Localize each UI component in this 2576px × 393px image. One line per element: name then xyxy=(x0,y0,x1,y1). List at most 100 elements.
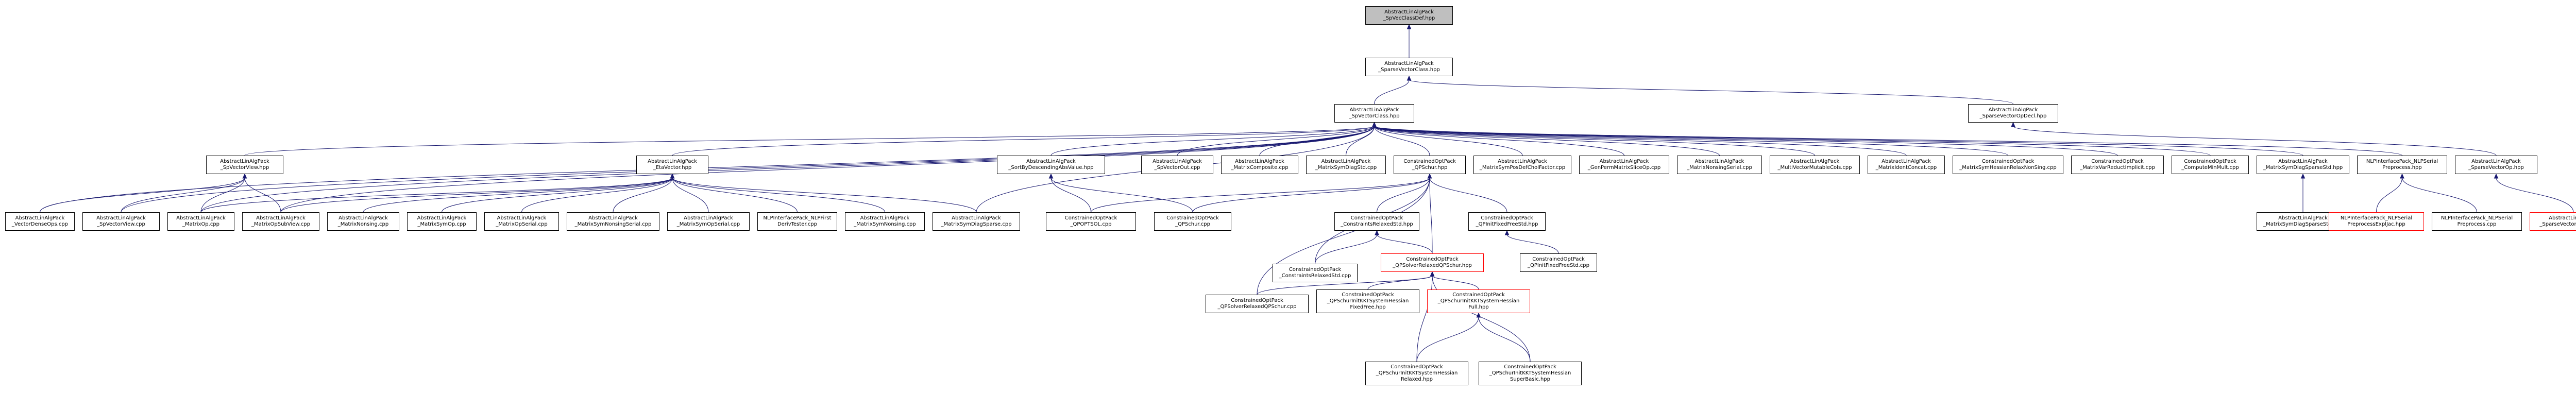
node-matrix-composite[interactable]: AbstractLinAlgPack_MatrixComposite.cpp xyxy=(1221,156,1298,174)
node-label-line: AbstractLinAlgPack xyxy=(860,215,910,221)
node-label-line: AbstractLinAlgPack xyxy=(1321,159,1371,164)
node-spvector-view-cpp[interactable]: AbstractLinAlgPack_SpVectorView.cpp xyxy=(82,212,160,231)
node-label-line: _SpVectorClass.hpp xyxy=(1349,113,1400,119)
edge-arrowhead xyxy=(1375,230,1379,235)
edge-arrowhead xyxy=(1476,312,1481,318)
edge-n_matrixopserial-to-n_eta xyxy=(521,177,673,213)
node-sort-by-descending[interactable]: AbstractLinAlgPack_SortByDescendingAbsVa… xyxy=(997,156,1105,174)
edge-n_msdsparse_cpp-to-n_eta xyxy=(672,177,977,213)
node-constraints-relaxed-cpp[interactable]: ConstrainedOptPack_ConstraintsRelaxedStd… xyxy=(1273,264,1358,282)
node-label-line: _ConstraintsRelaxedStd.hpp xyxy=(1341,221,1413,227)
node-label-line: _ConstraintsRelaxedStd.cpp xyxy=(1279,273,1351,279)
node-label-line: _MatrixSymDiagStd.cpp xyxy=(1315,165,1377,170)
node-label-line: _MatrixSymDiagSparseStd.hpp xyxy=(2263,165,2343,170)
edge-n_msopserial-to-n_eta xyxy=(672,177,709,213)
node-label-line: _MatrixOp.cpp xyxy=(182,221,220,227)
node-qpschur-cpp[interactable]: ConstrainedOptPack_QPSchur.cpp xyxy=(1154,212,1231,231)
node-matrix-sym-op[interactable]: AbstractLinAlgPack_MatrixSymOp.cpp xyxy=(407,212,477,231)
edge-arrowhead xyxy=(1430,271,1435,277)
node-qpoptsol[interactable]: ConstrainedOptPack_QPOPTSOL.cpp xyxy=(1046,212,1136,231)
node-sparse-vector-op-hpp[interactable]: AbstractLinAlgPack_SparseVectorOp.hpp xyxy=(2455,156,2537,174)
node-sparse-vector-slice-op[interactable]: AbstractLinAlgPack_SparseVectorSliceOp.h… xyxy=(2530,212,2576,231)
node-label-line: _SpVectorView.hpp xyxy=(220,165,269,170)
node-qpschur-hpp[interactable]: ConstrainedOptPack_QPSchur.hpp xyxy=(1394,156,1466,174)
node-eta-vector[interactable]: AbstractLinAlgPack_EtaVector.hpp xyxy=(636,156,708,174)
node-matrix-sym-diag-std-cpp[interactable]: AbstractLinAlgPack_MatrixSymDiagStd.cpp xyxy=(1306,156,1386,174)
edge-n_kktfull-to-n_qpsolverrelaxed_hpp xyxy=(1432,275,1479,290)
node-sparse-vector-class[interactable]: AbstractLinAlgPack_SparseVectorClass.hpp xyxy=(1365,58,1453,76)
node-label-line: AbstractLinAlgPack xyxy=(1153,159,1202,164)
node-qp-init-fixed-free-hpp[interactable]: ConstrainedOptPack_QPInitFixedFreeStd.hp… xyxy=(1468,212,1546,231)
edge-arrowhead xyxy=(2400,173,2404,179)
node-label-line: _MatrixSymDiagSparse.cpp xyxy=(941,221,1012,227)
node-var-reduct-implicit[interactable]: ConstrainedOptPack_MatrixVarReductImplic… xyxy=(2071,156,2164,174)
node-matrix-nonsing[interactable]: AbstractLinAlgPack_MatrixNonsing.cpp xyxy=(327,212,399,231)
node-qp-solver-relaxed-qpschur-hpp[interactable]: ConstrainedOptPack_QPSolverRelaxedQPSchu… xyxy=(1381,253,1484,272)
edge-n_spvecslice-to-n_spvecop_hpp xyxy=(2496,177,2574,213)
node-sparse-vector-op-decl[interactable]: AbstractLinAlgPack_SparseVectorOpDecl.hp… xyxy=(1968,104,2058,123)
node-label-line: _MatrixOpSerial.cpp xyxy=(496,221,548,227)
node-label-line: _MatrixComposite.cpp xyxy=(1231,165,1289,170)
node-kkt-hessian-full[interactable]: ConstrainedOptPack_QPSchurInitKKTSystemH… xyxy=(1427,289,1530,313)
edge-n_multivecmutable-to-n_spvectorclass xyxy=(1374,126,1815,156)
node-matrix-sym-nonsing-serial[interactable]: AbstractLinAlgPack_MatrixSymNonsingSeria… xyxy=(567,212,659,231)
node-sym-hessian-relax[interactable]: ConstrainedOptPack_MatrixSymHessianRelax… xyxy=(1953,156,2063,174)
node-label-line: ConstrainedOptPack xyxy=(1350,215,1403,221)
node-label-line: AbstractLinAlgPack xyxy=(1694,159,1744,164)
edge-n_opsubview-to-n_spvectorview xyxy=(244,177,281,213)
node-matrix-ident-concat[interactable]: AbstractLinAlgPack_MatrixIdentConcat.cpp xyxy=(1868,156,1945,174)
edge-arrowhead xyxy=(1504,230,1510,235)
node-matrix-op[interactable]: AbstractLinAlgPack_MatrixOp.cpp xyxy=(167,212,234,231)
edge-n_msnonsing-to-n_eta xyxy=(672,177,885,213)
node-label-line: AbstractLinAlgPack xyxy=(497,215,547,221)
node-pos-def-chol-factor[interactable]: AbstractLinAlgPack_MatrixSymPosDefCholFa… xyxy=(1473,156,1571,174)
node-qp-init-fixed-free-cpp[interactable]: ConstrainedOptPack_QPInitFixedFreeStd.cp… xyxy=(1520,253,1597,272)
node-label-line: ConstrainedOptPack xyxy=(1981,159,2035,164)
edge-n_genpermslice-to-n_spvectorclass xyxy=(1374,126,1624,156)
node-matrix-sym-diag-sparse-std-hpp[interactable]: AbstractLinAlgPack_MatrixSymDiagSparseSt… xyxy=(2257,156,2349,174)
edge-n_identconcat-to-n_spvectorclass xyxy=(1374,126,1907,156)
edge-arrowhead xyxy=(1406,75,1412,81)
edge-n_nlpfirstderiv-to-n_eta xyxy=(672,177,798,213)
node-multi-vector-mutable-cols[interactable]: AbstractLinAlgPack_MultiVectorMutableCol… xyxy=(1770,156,1860,174)
node-matrix-sym-op-serial[interactable]: AbstractLinAlgPack_MatrixSymOpSerial.cpp xyxy=(667,212,750,231)
node-label-line: _QPSchurInitKKTSystemHessian xyxy=(1376,370,1458,376)
node-matrix-op-sub-view[interactable]: AbstractLinAlgPack_MatrixOpSubView.cpp xyxy=(242,212,319,231)
node-kkt-hessian-fixed-free[interactable]: ConstrainedOptPack_QPSchurInitKKTSystemH… xyxy=(1316,289,1419,313)
node-constraints-relaxed-hpp[interactable]: ConstrainedOptPack_ConstraintsRelaxedStd… xyxy=(1334,212,1419,231)
node-matrix-nonsing-serial[interactable]: AbstractLinAlgPack_MatrixNonsingSerial.c… xyxy=(1677,156,1762,174)
node-gen-perm-matrix-slice[interactable]: AbstractLinAlgPack_GenPermMatrixSliceOp.… xyxy=(1579,156,1669,174)
node-matrix-op-serial[interactable]: AbstractLinAlgPack_MatrixOpSerial.cpp xyxy=(484,212,559,231)
node-qp-solver-relaxed-qpschur-cpp[interactable]: ConstrainedOptPack_QPSolverRelaxedQPSchu… xyxy=(1206,295,1309,313)
edge-n_sparseopdecl-to-n_sparsevector xyxy=(1409,79,2013,105)
edge-arrowhead xyxy=(2494,173,2499,179)
node-label-line: _MatrixOpSubView.cpp xyxy=(251,221,310,227)
node-spvector-class[interactable]: AbstractLinAlgPack_SpVectorClass.hpp xyxy=(1334,104,1414,123)
node-spvector-out[interactable]: AbstractLinAlgPack_SpVectorOut.cpp xyxy=(1141,156,1213,174)
node-kkt-hessian-relaxed[interactable]: ConstrainedOptPack_QPSchurInitKKTSystemH… xyxy=(1365,362,1468,385)
edge-n_qpinitfixed_hpp-to-n_qpschur_hpp xyxy=(1429,177,1507,213)
node-matrix-sym-nonsing[interactable]: AbstractLinAlgPack_MatrixSymNonsing.cpp xyxy=(845,212,925,231)
node-kkt-hessian-super-basic[interactable]: ConstrainedOptPack_QPSchurInitKKTSystemH… xyxy=(1479,362,1582,385)
node-vector-dense-ops[interactable]: AbstractLinAlgPack_VectorDenseOps.cpp xyxy=(5,212,75,231)
node-label-line: _MatrixSymOpSerial.cpp xyxy=(676,221,740,227)
node-label-line: _SpVecClassDef.hpp xyxy=(1383,15,1435,21)
node-label-line: ConstrainedOptPack xyxy=(1481,215,1533,221)
edge-n_spvecview_cpp-to-n_spvectorclass xyxy=(121,126,1375,213)
edge-n_posdefchol-to-n_spvectorclass xyxy=(1374,126,1523,156)
edge-n_sortbydesc-to-n_spvectorclass xyxy=(1050,126,1375,156)
node-spvector-view-hpp[interactable]: AbstractLinAlgPack_SpVectorView.hpp xyxy=(206,156,283,174)
node-label-line: AbstractLinAlgPack xyxy=(2278,215,2328,221)
node-label-line: _MatrixVarReductImplicit.cpp xyxy=(2080,165,2155,170)
node-label-line: SuperBasic.hpp xyxy=(1510,377,1550,382)
edge-n_qpschur_cpp-to-n_qpschur_hpp xyxy=(1192,177,1430,213)
node-label-line: AbstractLinAlgPack xyxy=(588,215,638,221)
node-matrix-sym-diag-sparse-cpp[interactable]: AbstractLinAlgPack_MatrixSymDiagSparse.c… xyxy=(933,212,1020,231)
node-compute-min-mult[interactable]: ConstrainedOptPack_ComputeMinMult.cpp xyxy=(2172,156,2249,174)
